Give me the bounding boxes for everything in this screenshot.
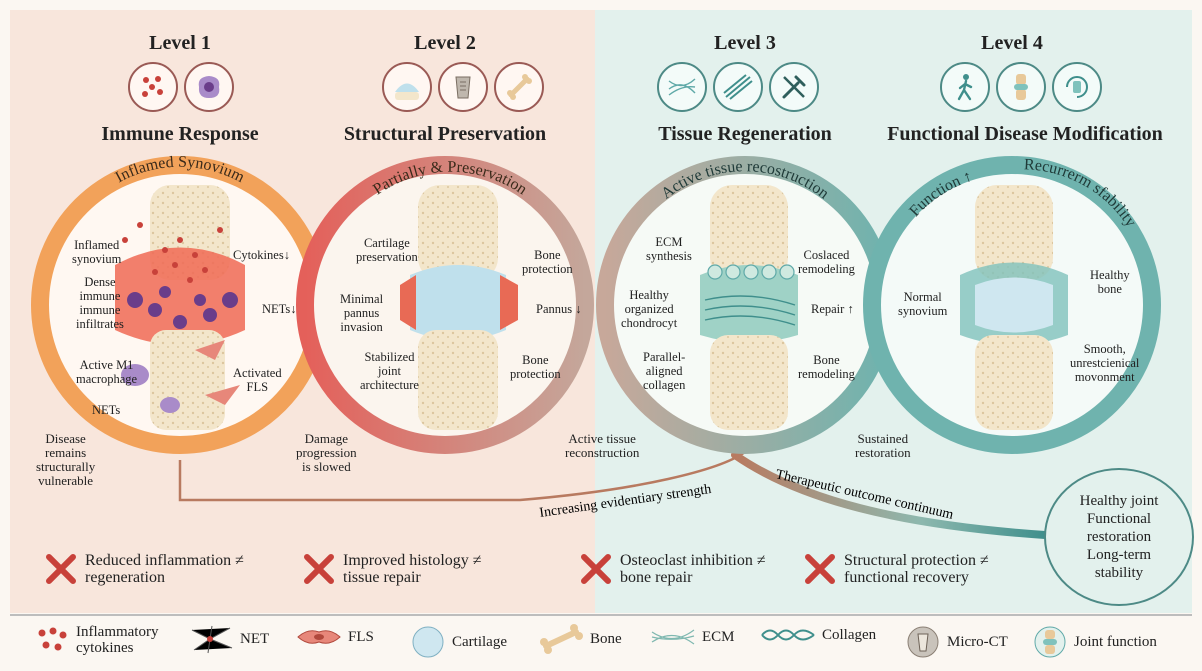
level3-header: Level 3 xyxy=(714,32,776,54)
rotation-joint-icon xyxy=(1052,62,1102,112)
x-mark-icon xyxy=(46,554,76,584)
legend-label: Micro-CT xyxy=(947,633,1008,650)
l4-healthy-bone-label: Healthy bone xyxy=(1090,268,1130,296)
level1-title: Immune Response xyxy=(101,123,259,145)
outcome-line: Functional xyxy=(1086,511,1152,527)
caveat-item: Reduced inflammation ≠ regeneration xyxy=(45,552,244,586)
l2-minimal-pannus-label: Minimal pannus invasion xyxy=(340,292,384,334)
legend-label: Collagen xyxy=(822,626,877,643)
l2-stabilized-label: Stabilized joint architecture xyxy=(360,350,419,392)
legend-item: Joint function xyxy=(1032,624,1157,660)
level3-title: Tissue Regeneration xyxy=(658,123,832,145)
joint-function-icon xyxy=(1034,626,1066,658)
legend-item: Collagen xyxy=(760,624,876,646)
repair-tools-icon xyxy=(769,62,819,112)
l1-nets-label: NETs xyxy=(92,403,121,417)
l1-fls-label: Activated FLS xyxy=(233,366,282,394)
micro-ct-icon xyxy=(907,626,939,658)
active-reconstruction-note: Active tissue reconstruction xyxy=(565,431,640,460)
l1-nets-down-label: NETs↓ xyxy=(262,302,297,316)
legend-item: ECM xyxy=(650,624,735,650)
caveat-text: Structural protection ≠ functional recov… xyxy=(844,552,989,586)
l3-ecm-synthesis-label: ECM synthesis xyxy=(646,235,692,263)
l1-dense-infiltrates-label: Dense immune immune infiltrates xyxy=(76,275,124,331)
legend-item: NET xyxy=(190,624,269,654)
joint-function-icon xyxy=(996,62,1046,112)
level2-header: Level 2 xyxy=(414,32,476,54)
legend-item: Micro-CT xyxy=(905,624,1008,660)
l1-cytokines-label: Cytokines↓ xyxy=(233,248,290,262)
outcome-line: stability xyxy=(1094,565,1144,581)
l3-bone-remodeling-label: Bone remodeling xyxy=(798,353,855,381)
l2-bone-protection-bottom-label: Bone protection xyxy=(510,353,561,381)
caveat-text: Reduced inflammation ≠ regeneration xyxy=(85,552,244,586)
ecm-icon xyxy=(657,62,707,112)
legend-item: FLS xyxy=(296,624,374,650)
evidence-curve xyxy=(178,450,746,502)
cytokine-icon xyxy=(128,62,178,112)
l1-m1-macrophage-label: Active M1 macrophage xyxy=(76,358,138,386)
x-mark-icon xyxy=(805,554,835,584)
level2-title: Structural Preservation xyxy=(343,123,547,145)
l3-chondrocyte-label: Healthy organized chondrocyt xyxy=(621,288,678,330)
cartilage-icon xyxy=(382,62,432,112)
level1-header: Level 1 xyxy=(149,32,211,54)
bone-icon xyxy=(540,624,583,654)
cartilage-icon xyxy=(412,626,444,658)
fls-icon xyxy=(297,630,341,644)
legend-label: Bone xyxy=(590,630,622,647)
outcome-circle: Healthy joint Functional restoration Lon… xyxy=(1044,468,1194,606)
l1-inflamed-synovium-label: Inflamed synovium xyxy=(72,238,122,266)
macrophage-icon xyxy=(184,62,234,112)
continuum-label: Therapeutic outcome continuum xyxy=(774,467,955,523)
legend-item: Cartilage xyxy=(410,624,507,660)
legend-label: ECM xyxy=(702,628,735,645)
x-mark-icon xyxy=(304,554,334,584)
l4-smooth-movement-label: Smooth, unrestcienical movonment xyxy=(1070,342,1140,384)
continuum-band xyxy=(731,451,1049,539)
level4-title: Functional Disease Modification xyxy=(887,123,1163,145)
collagen-icon xyxy=(761,629,815,641)
level4-ring xyxy=(863,156,1161,454)
l3-collagen-label: Parallel- aligned collagen xyxy=(643,350,686,392)
l2-pannus-label: Pannus ↓ xyxy=(536,302,582,316)
legend-label: FLS xyxy=(348,628,374,645)
legend-item: Inflammatory cytokines xyxy=(36,624,158,656)
l4-normal-synovium-label: Normal synovium xyxy=(898,290,948,318)
bone-icon xyxy=(494,62,544,112)
cytokine-icon xyxy=(38,627,67,651)
outcome-line: Long-term xyxy=(1086,547,1152,563)
collagen-icon xyxy=(713,62,763,112)
walking-person-icon xyxy=(940,62,990,112)
legend-label: Joint function xyxy=(1074,633,1157,650)
sustained-restoration-note: Sustained restoration xyxy=(855,431,911,460)
caveat-item: Improved histology ≠ tissue repair xyxy=(303,552,482,586)
micro-ct-icon xyxy=(438,62,488,112)
x-mark-icon xyxy=(581,554,611,584)
level4-header: Level 4 xyxy=(981,32,1043,54)
legend-label: Inflammatory cytokines xyxy=(76,624,159,656)
l2-cartilage-preservation-label: Cartilage preservation xyxy=(356,236,418,264)
legend-item: Bone xyxy=(538,624,622,654)
disease-vulnerable-note: Disease remains structurally vulnerable xyxy=(36,431,96,488)
l3-repair-label: Repair ↑ xyxy=(811,302,854,316)
outcome-line: restoration xyxy=(1086,529,1152,545)
outcome-line: Healthy joint xyxy=(1079,493,1159,509)
legend-divider xyxy=(10,614,1192,616)
l2-bone-protection-top-label: Bone protection xyxy=(522,248,573,276)
level2-ring xyxy=(296,156,594,454)
net-icon xyxy=(191,625,233,654)
caveat-item: Osteoclast inhibition ≠ bone repair xyxy=(580,552,766,586)
caveat-text: Osteoclast inhibition ≠ bone repair xyxy=(620,552,766,586)
damage-slowed-note: Damage progression is slowed xyxy=(296,431,357,474)
ecm-icon xyxy=(651,629,695,645)
l3-coslaced-label: Coslaced remodeling xyxy=(798,248,855,276)
legend-label: NET xyxy=(240,630,270,647)
legend-label: Cartilage xyxy=(452,633,507,650)
caveat-item: Structural protection ≠ functional recov… xyxy=(804,552,989,586)
caveat-text: Improved histology ≠ tissue repair xyxy=(343,552,482,586)
